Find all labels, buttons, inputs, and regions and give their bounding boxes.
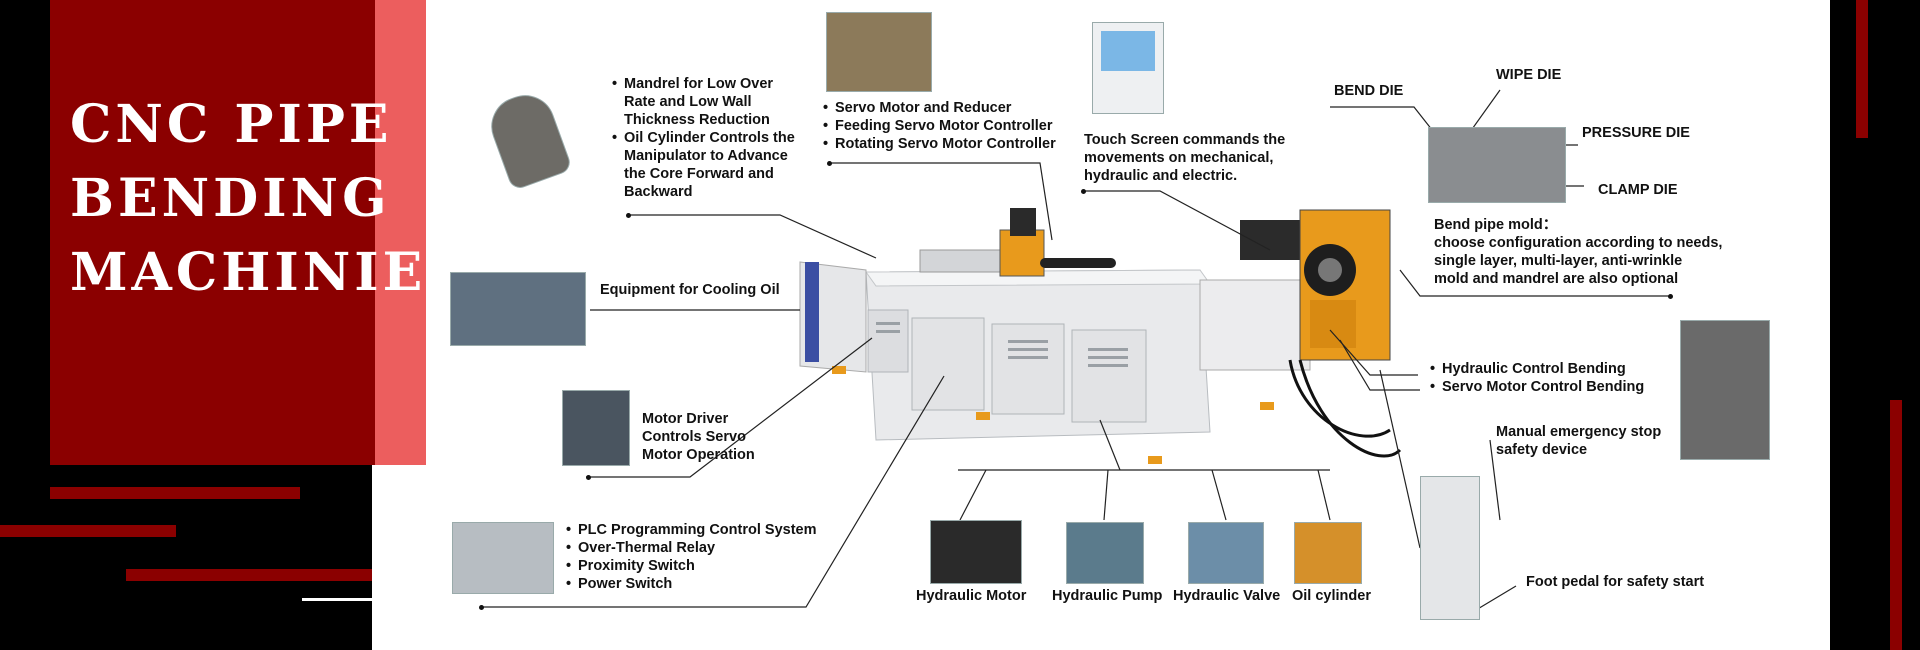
pointer-dot — [626, 213, 631, 218]
decor-stripe — [1890, 400, 1902, 650]
servo-motor-image — [826, 12, 932, 92]
hydraulic-pump-label: Hydraulic Pump — [1052, 588, 1163, 604]
cooling-label: Equipment for Cooling Oil — [600, 282, 780, 298]
foot-pedal-label: Foot pedal for safety start — [1526, 574, 1705, 590]
title-line-2: BENDING — [70, 168, 391, 229]
decor-stripe — [0, 525, 176, 537]
wipe-die-label: WIPE DIE — [1496, 67, 1562, 83]
bend-mold-label: Bend pipe mold：choose configuration acco… — [1434, 217, 1723, 287]
plc-image — [452, 522, 554, 594]
hydraulic-valve-label: Hydraulic Valve — [1173, 588, 1281, 604]
decor-stripe — [1856, 0, 1868, 138]
title-accent-bar — [372, 0, 426, 465]
pressure-die-label: PRESSURE DIE — [1582, 125, 1690, 141]
emergency-stop-image — [1420, 476, 1480, 620]
hydraulic-bending-label: Hydraulic Control Bending Servo Motor Co… — [1430, 360, 1644, 396]
clamp-die-label: CLAMP DIE — [1598, 182, 1678, 198]
hydraulic-motor-label: Hydraulic Motor — [916, 588, 1027, 604]
hydraulic-motor-image — [930, 520, 1022, 584]
motor-driver-image — [562, 390, 630, 466]
title-line-3: MACHINIE — [70, 242, 427, 303]
pointer-dot — [827, 161, 832, 166]
hydraulic-pump-image — [1066, 522, 1144, 584]
pointer-dot — [1081, 189, 1086, 194]
title-line-1: CNC PIPE — [70, 94, 393, 155]
bending-dies-image — [1428, 127, 1566, 203]
touch-screen-image — [1092, 22, 1164, 114]
hydraulic-bending-image — [1680, 320, 1770, 460]
oil-cylinder-label: Oil cylinder — [1292, 588, 1371, 604]
oil-cylinder-image — [1294, 522, 1362, 584]
decor-stripe — [302, 598, 374, 601]
pointer-dot — [479, 605, 484, 610]
plc-label: PLC Programming Control System Over-Ther… — [566, 521, 816, 593]
title-box — [50, 0, 375, 465]
decor-stripe — [126, 569, 372, 581]
bend-die-label: BEND DIE — [1334, 83, 1404, 99]
hydraulic-valve-image — [1188, 522, 1264, 584]
pointer-dot — [1668, 294, 1673, 299]
page-title: CNC PIPE BENDING MACHINIE — [70, 88, 427, 310]
cooling-equipment-image — [450, 272, 586, 346]
servo-label: Servo Motor and Reducer Feeding Servo Mo… — [823, 99, 1056, 153]
pointer-dot — [586, 475, 591, 480]
decor-stripe — [50, 487, 300, 499]
